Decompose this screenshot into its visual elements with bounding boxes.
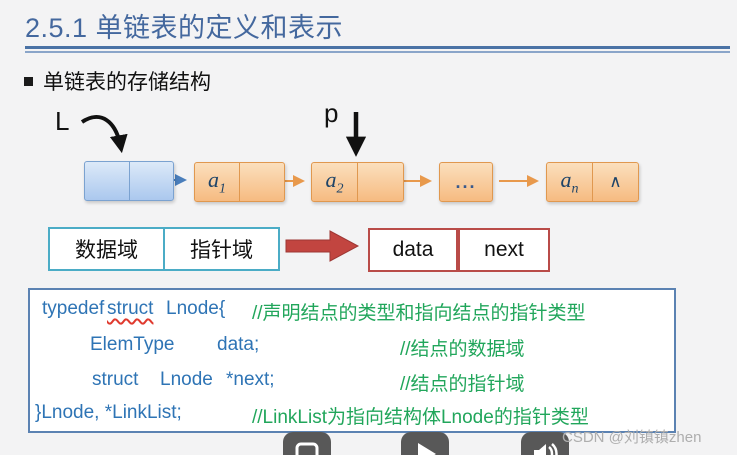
next-field-en: next [458, 228, 550, 272]
head-data-cell [85, 162, 129, 200]
null-marker: ∧ [609, 172, 622, 191]
a1-data-cell: a1 [208, 166, 226, 197]
code-line-2: ElemType data; //结点的数据域 [90, 334, 525, 360]
play-icon[interactable] [401, 432, 449, 455]
bullet-text: 单链表的存储结构 [43, 71, 211, 94]
bullet-row: 单链表的存储结构 [24, 66, 211, 96]
red-block-arrow [285, 230, 360, 262]
bullet-icon [24, 76, 33, 86]
p-pointer-label: p [324, 98, 339, 128]
code-line-1: typedef struct Lnode{ //声明结点的类型和指向结点的指针类… [42, 298, 586, 324]
head-pointer-label: L [55, 106, 70, 136]
node-ellipsis: ... [439, 162, 493, 202]
watermark: CSDN @刘镇镇zhen [562, 429, 702, 446]
code-block: typedef struct Lnode{ //声明结点的类型和指向结点的指针类… [28, 288, 676, 433]
node-a1: a1 [194, 162, 285, 202]
an-data-cell: an [560, 166, 579, 197]
head-next-cell [128, 162, 174, 200]
head-pointer-arrow [80, 115, 128, 154]
code-line-4: }Lnode, *LinkList; //LinkList为指向结构体Lnode… [35, 402, 589, 428]
code-line-3: struct Lnode *next; //结点的指针域 [92, 369, 525, 395]
title-divider [25, 46, 730, 53]
screen-icon[interactable] [283, 432, 331, 455]
data-field-en: data [368, 228, 458, 272]
node-head [84, 161, 174, 201]
page-title: 2.5.1 单链表的定义和表示 [25, 13, 344, 43]
a2-data-cell: a2 [325, 166, 344, 197]
speaker-icon[interactable] [521, 432, 569, 455]
an-next-cell: ∧ [592, 163, 638, 201]
ellipsis-cell: ... [455, 171, 477, 192]
node-a2: a2 [311, 162, 404, 202]
a1-next-cell [239, 163, 284, 201]
a2-next-cell [357, 163, 403, 201]
node-an: an ∧ [546, 162, 639, 202]
field-labels-cn: 数据域 指针域 [48, 227, 280, 271]
data-field-cn: 数据域 [75, 239, 138, 262]
pointer-field-cn: 指针域 [163, 229, 278, 269]
